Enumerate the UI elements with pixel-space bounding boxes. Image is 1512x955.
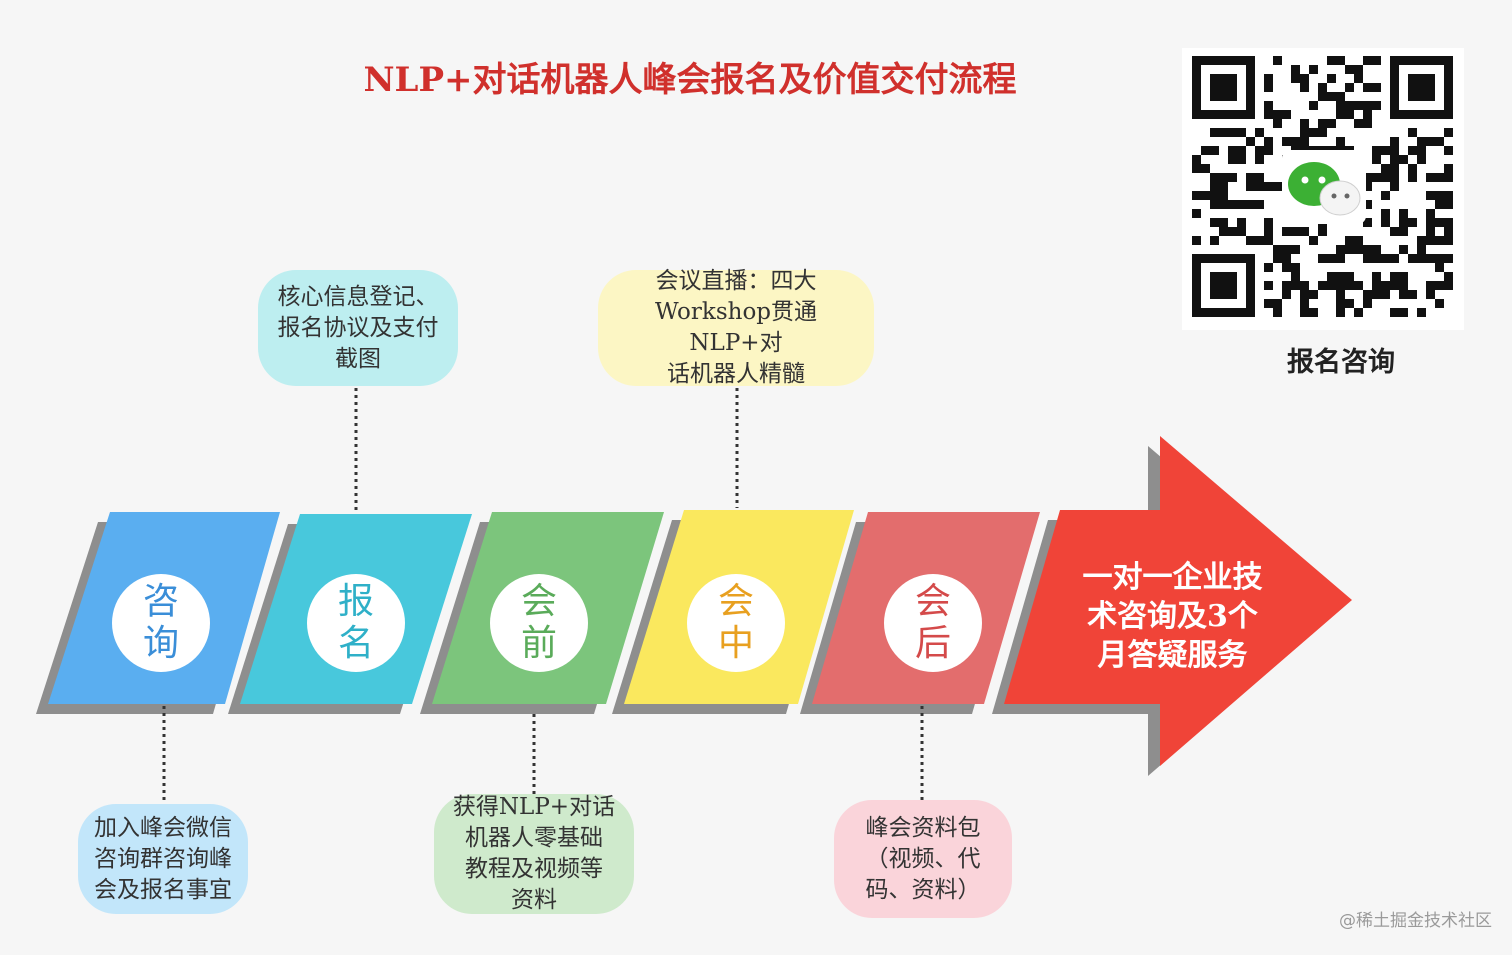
qr-code[interactable] — [1182, 48, 1464, 330]
stage-signup: 报 名 — [307, 574, 405, 672]
stage-after: 会 后 — [884, 574, 982, 672]
stage-before: 会 前 — [490, 574, 588, 672]
page-title: NLP+对话机器人峰会报名及价值交付流程 — [363, 60, 1017, 100]
callout-during: 会议直播：四大 Workshop贯通NLP+对 话机器人精髓 — [598, 268, 874, 387]
callout-before: 获得NLP+对话 机器人零基础 教程及视频等 资料 — [434, 794, 634, 914]
watermark: @稀土掘金技术社区 — [1339, 911, 1492, 931]
stage-consult: 咨 询 — [112, 574, 210, 672]
qr-label: 报名咨询 — [1287, 347, 1395, 378]
callout-consult: 加入峰会微信 咨询群咨询峰 会及报名事宜 — [78, 804, 248, 914]
final-arrow-label: 一对一企业技 术咨询及3个 月答疑服务 — [1082, 560, 1263, 673]
stage-during: 会 中 — [687, 574, 785, 672]
final-arrow — [1004, 436, 1352, 766]
callout-signup: 核心信息登记、 报名协议及支付 截图 — [258, 270, 458, 386]
callout-after: 峰会资料包 （视频、代 码、资料） — [834, 800, 1012, 918]
